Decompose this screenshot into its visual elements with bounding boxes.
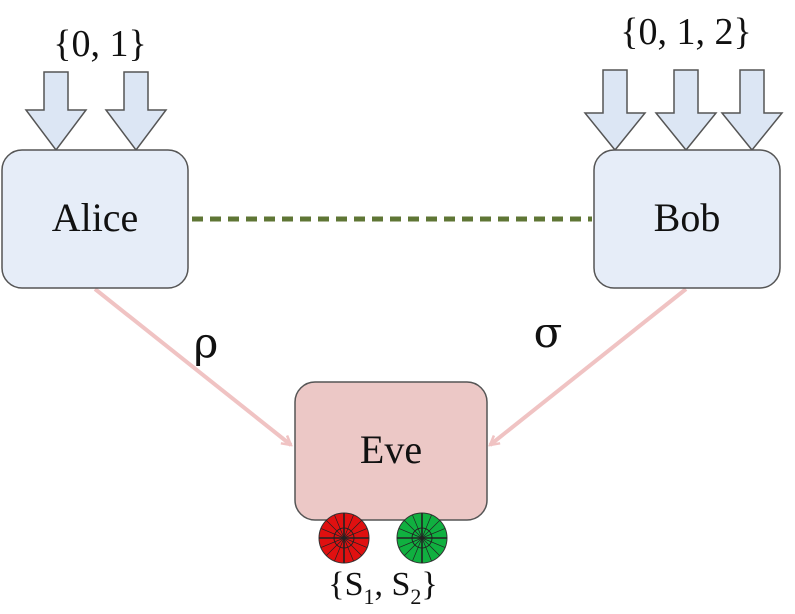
alice-box xyxy=(1,149,189,289)
detector-1-spoke xyxy=(343,520,362,539)
detector-1-spoke xyxy=(326,537,345,556)
eve-label: Eve xyxy=(360,427,422,472)
detector-2-spoke xyxy=(404,537,423,556)
bob-input-arrow-2 xyxy=(654,69,718,152)
bob-to-eve-arrow xyxy=(490,287,688,445)
detector-1-spoke xyxy=(343,537,362,556)
bob-node: Bob xyxy=(593,149,781,289)
detector-1-spoke xyxy=(334,514,345,539)
bob-input-arrow-3 xyxy=(720,69,784,152)
detector-2-spoke xyxy=(421,537,440,556)
bob-input-arrows xyxy=(583,69,784,152)
eve-output-close: } xyxy=(421,566,437,603)
detector-2-spoke xyxy=(398,528,423,539)
detector-2-spoke xyxy=(398,537,423,548)
alice-input-arrow-2 xyxy=(104,71,168,152)
eve-box xyxy=(294,381,488,521)
eve-output-open: {S xyxy=(328,566,363,603)
alice-input-arrow-1 xyxy=(24,71,88,152)
bob-box xyxy=(593,149,781,289)
detector-2-spoke xyxy=(421,514,432,539)
rho-label: ρ xyxy=(194,318,219,367)
detector-2-spoke xyxy=(421,528,446,539)
alice-to-eve-arrow xyxy=(93,287,291,445)
detector-1-spoke xyxy=(343,514,354,539)
eve-node: Eve xyxy=(294,381,488,521)
alice-node: Alice xyxy=(1,149,189,289)
eve-output-sub-1: 1 xyxy=(363,584,374,609)
detector-2-spoke xyxy=(421,537,432,562)
detector-s2-icon xyxy=(396,512,448,564)
detector-2-spoke xyxy=(404,520,423,539)
detector-2-spoke xyxy=(412,537,423,562)
bob-input-arrow-1 xyxy=(583,69,647,152)
detector-1-spoke xyxy=(320,528,345,539)
detector-1-spoke xyxy=(343,537,368,548)
eve-output-sep: , S xyxy=(374,566,410,603)
detector-2-spoke xyxy=(412,514,423,539)
detector-2-spoke xyxy=(421,520,440,539)
alice-input-set: {0, 1} xyxy=(53,23,146,65)
detector-1-spoke xyxy=(334,537,345,562)
eve-output-set: {S1, S2} xyxy=(328,566,437,609)
eve-output-sub-2: 2 xyxy=(410,584,421,609)
bob-input-set: {0, 1, 2} xyxy=(620,11,751,53)
alice-label: Alice xyxy=(52,195,139,240)
sigma-label: σ xyxy=(534,308,563,357)
alice-input-arrows xyxy=(24,71,168,152)
detector-1-spoke xyxy=(320,537,345,548)
detector-1-spoke xyxy=(343,537,354,562)
detector-1-spoke xyxy=(326,520,345,539)
detector-s1-icon xyxy=(318,512,370,564)
detector-2-spoke xyxy=(421,537,446,548)
detector-1-spoke xyxy=(343,528,368,539)
bob-label: Bob xyxy=(654,195,721,240)
